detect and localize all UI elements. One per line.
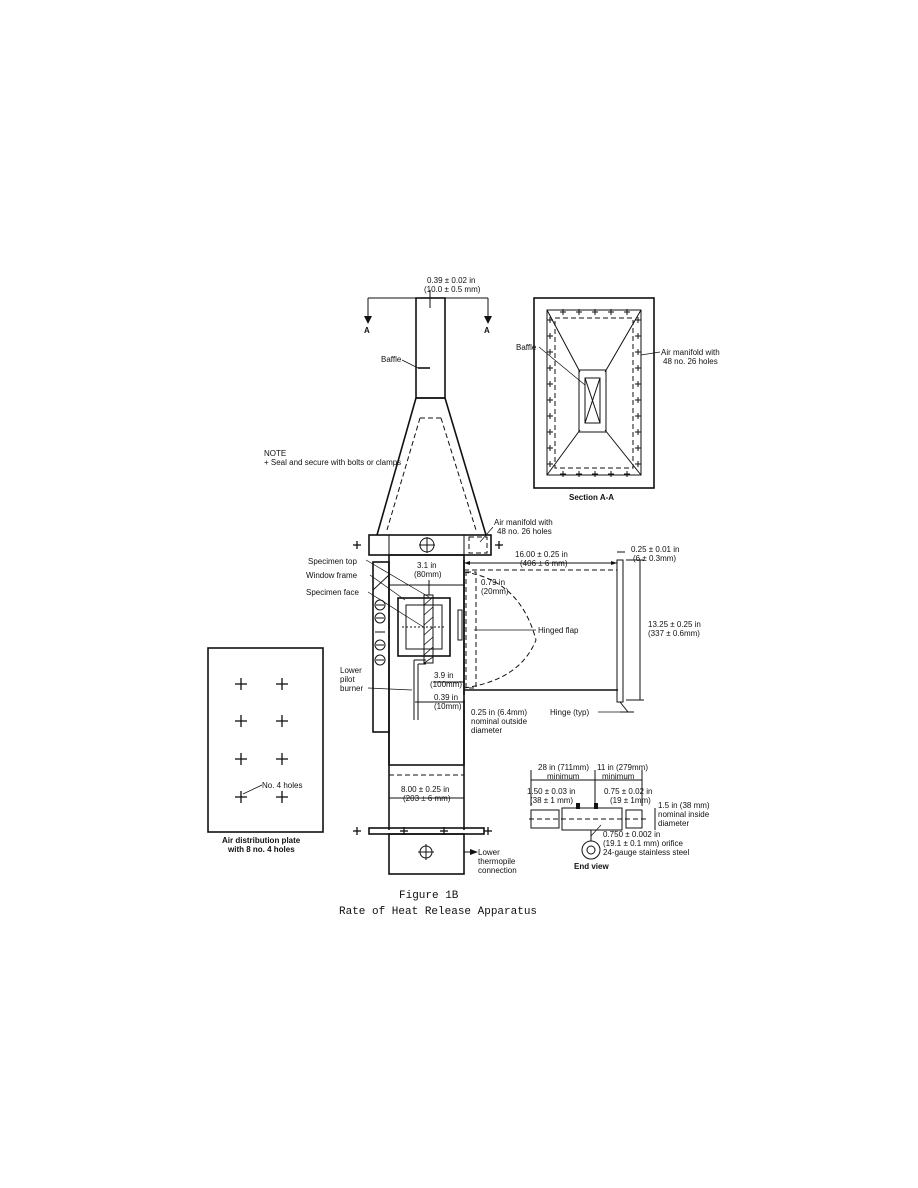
label-lower-thermo-2: thermopile [478,857,516,866]
label-lower-thermo-1: Lower [478,848,500,857]
label-pipe-11-1: 11 in (279mm) [597,763,648,772]
label-dim-8-2: (203 ± 6 mm) [403,794,451,803]
right-plate [616,559,624,703]
label-specimen-top: Specimen top [308,557,357,566]
label-dim-16-2: (406 ± 6 mm) [520,559,568,568]
label-note-title: NOTE [264,449,287,458]
figure-number: Figure 1B [399,890,459,902]
label-dim-16-1: 16.00 ± 0.25 in [515,550,568,559]
label-dim-31-1: 3.1 in [417,561,437,570]
label-specimen-face: Specimen face [306,588,359,597]
label-tube-1: 0.25 in (6.4mm) [471,708,528,717]
label-dim-39-2: (100mm) [430,680,463,689]
label-pipe-075-2: (19 ± 1mm) [610,796,651,805]
hood-right [444,397,487,536]
label-pipe-150-2: (38 ± 1 mm) [530,796,574,805]
label-plate-2: with 8 no. 4 holes [228,845,295,854]
label-pipe-15-2: nominal inside [658,810,710,819]
chamber [388,554,465,766]
label-pipe-150-1: 1.50 ± 0.03 in [527,787,576,796]
label-no4-holes: No. 4 holes [262,781,303,790]
chimney [415,297,446,399]
air-distribution-plate [207,647,324,833]
label-pipe-15-3: diameter [658,819,690,828]
label-section-baffle: Baffle [516,343,537,352]
label-dim-39-1: 3.9 in [434,671,454,680]
label-orifice-1: 0.750 ± 0.002 in [603,830,661,839]
label-lower-thermo-3: connection [478,866,517,875]
label-window-frame: Window frame [306,571,358,580]
label-baffle: Baffle [381,355,402,364]
label-dim-1325-2: (337 ± 0.6mm) [648,629,700,638]
label-dim-039-1: 0.39 in [434,693,459,702]
label-dim-025-1: 0.25 ± 0.01 in [631,545,680,554]
label-orifice-3: 24-gauge stainless steel [603,848,690,857]
label-dim-079-1: 0.79 in [481,578,506,587]
label-hinge: Hinge (typ) [550,708,590,717]
label-end-view: End view [574,862,609,871]
label-hinged-flap: Hinged flap [538,626,579,635]
label-dim-8-1: 8.00 ± 0.25 in [401,785,450,794]
label-section-a-right: A [484,326,490,335]
label-tube-3: diameter [471,726,503,735]
label-top-dim-1: 0.39 ± 0.02 in [427,276,476,285]
label-note-text: + Seal and secure with bolts or clamps [264,458,402,467]
label-top-dim-2: (10.0 ± 0.5 mm) [424,285,481,294]
bottom-plate [368,827,485,835]
label-orifice-2: (19.1 ± 0.1 mm) orifice [603,839,683,848]
label-lower-pilot-1: Lower [340,666,362,675]
label-dim-025-2: (6 ± 0.3mm) [633,554,677,563]
label-pipe-075-1: 0.75 ± 0.02 in [604,787,653,796]
label-dim-039-2: (10mm) [434,702,462,711]
label-plate-1: Air distribution plate [222,836,301,845]
label-dim-31-2: (80mm) [414,570,442,579]
label-section-manifold-2: 48 no. 26 holes [663,357,718,366]
label-dim-1325-1: 13.25 ± 0.25 in [648,620,701,629]
label-tube-2: nominal outside [471,717,528,726]
label-lower-pilot-3: burner [340,684,364,693]
label-pipe-28-2: minimum [547,772,580,781]
label-lower-pilot-2: pilot [340,675,355,684]
label-pipe-15-1: 1.5 in (38 mm) [658,801,710,810]
figure-title: Rate of Heat Release Apparatus [339,906,538,918]
label-dim-079-2: (20mm) [481,587,509,596]
label-section-a-left: A [364,326,370,335]
label-pipe-11-2: minimum [602,772,635,781]
label-section-manifold-1: Air manifold with [661,348,720,357]
label-manifold-1: Air manifold with [494,518,553,527]
hood-left [376,397,417,536]
label-pipe-28-1: 28 in (711mm) [538,763,589,772]
label-manifold-2: 48 no. 26 holes [497,527,552,536]
section-aa-box [533,297,655,489]
label-section-title: Section A-A [569,493,615,502]
